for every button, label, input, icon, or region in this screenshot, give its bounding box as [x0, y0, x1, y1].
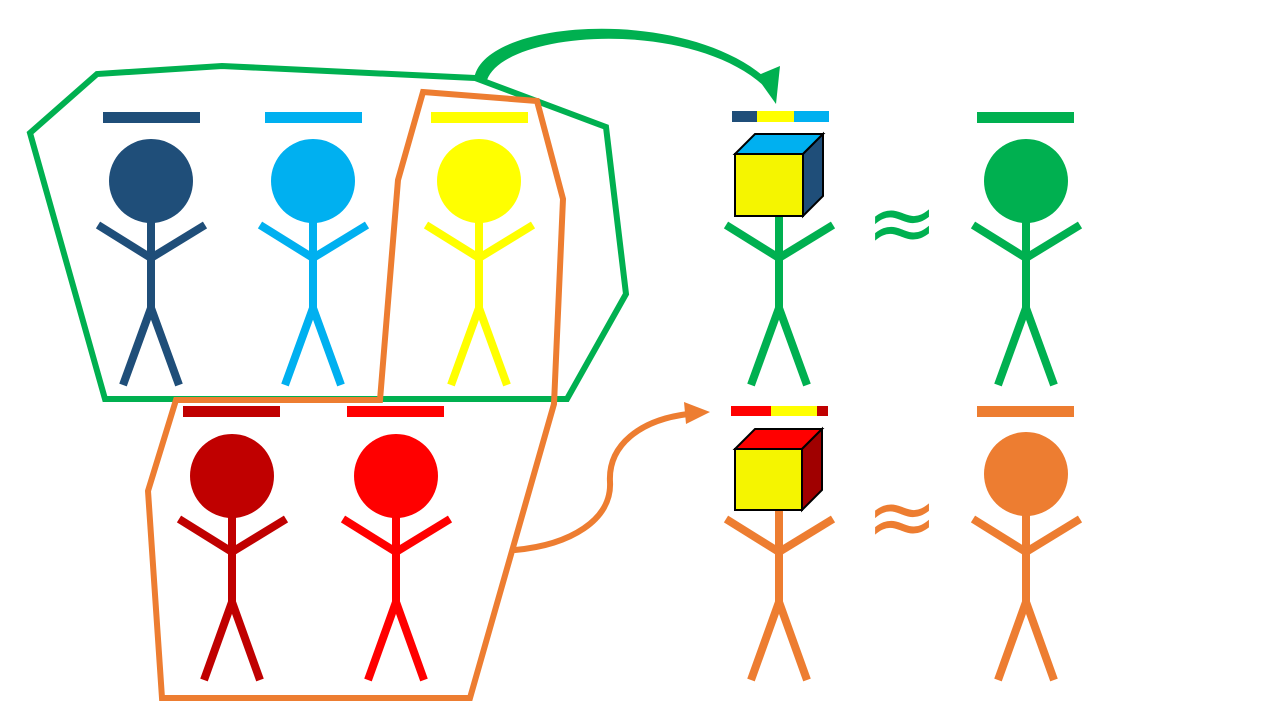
person-navy [95, 112, 208, 387]
composite-bar-yellow [757, 111, 794, 122]
person-orange [970, 406, 1083, 682]
person-green [970, 112, 1083, 387]
composite-bar-navy [732, 111, 757, 122]
approx-symbol-top: ≈ [866, 173, 938, 273]
person-sky [257, 112, 370, 387]
orange-curved-arrow [512, 402, 710, 553]
cube-icon [732, 131, 826, 219]
person-dark-red [176, 406, 289, 682]
composite-bar-red [731, 406, 771, 416]
orange-group-outline [144, 88, 567, 701]
composite-bar-yellow [771, 406, 817, 416]
composite-bar-dark-red [817, 406, 828, 416]
person-yellow [423, 112, 536, 387]
person-red [340, 406, 453, 682]
cube-icon [732, 426, 825, 513]
approx-symbol-bottom: ≈ [866, 467, 938, 567]
green-curved-arrow [474, 28, 780, 104]
orange-composite-person [723, 406, 836, 682]
green-composite-person [723, 111, 836, 387]
composite-bar-sky [794, 111, 829, 122]
